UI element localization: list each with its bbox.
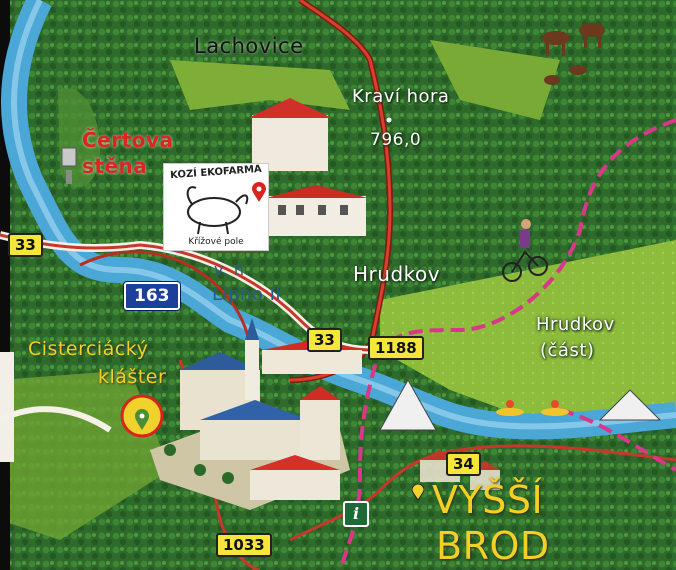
place-label-klaster-line1: Cisterciácký [28,338,149,360]
goat-icon [186,186,249,235]
farm-logo-subtitle: Křížové pole [188,237,244,247]
place-label-lachovice: Lachovice [194,34,304,58]
town-label-vyssi: VYŠŠÍ [432,478,544,522]
reservoir-label-line2: Lipno II [212,284,282,305]
road-number-1188: 1188 [368,336,424,360]
farmhouse-icon [248,98,368,236]
info-icon: i [343,501,369,527]
place-label-certova-stena-line2: stěna [82,154,148,178]
road-number-33-center: 33 [307,328,342,352]
road-number-163: 163 [124,282,180,310]
place-label-hrudkov-cast-line1: Hrudkov [536,314,615,335]
location-pin-icon [252,182,266,202]
place-label-klaster-line2: klášter [98,366,167,388]
location-pin-icon [412,484,424,500]
town-label-brod: BROD [436,524,550,568]
elevation-label-kravi-hora: 796,0 [370,130,422,150]
location-pin-icon [120,394,164,438]
place-label-certova-stena-line1: Čertova [82,128,174,152]
farm-logo: KOZÍ EKOFARMA Křížové pole [163,163,269,251]
hiking-trail [338,118,676,570]
deer-icon [542,23,605,85]
road-number-33-left: 33 [8,233,43,257]
road-number-1033: 1033 [216,533,272,557]
reservoir-label-line1: v. n. [214,260,251,279]
road-number-34: 34 [446,452,481,476]
place-label-hrudkov: Hrudkov [353,262,441,286]
place-label-hrudkov-cast-line2: (část) [540,340,595,361]
cyclist-icon [502,219,548,282]
tent-icon [379,378,662,431]
canoe-icon [496,400,569,416]
place-label-kravi-hora: Kraví hora [352,86,450,107]
